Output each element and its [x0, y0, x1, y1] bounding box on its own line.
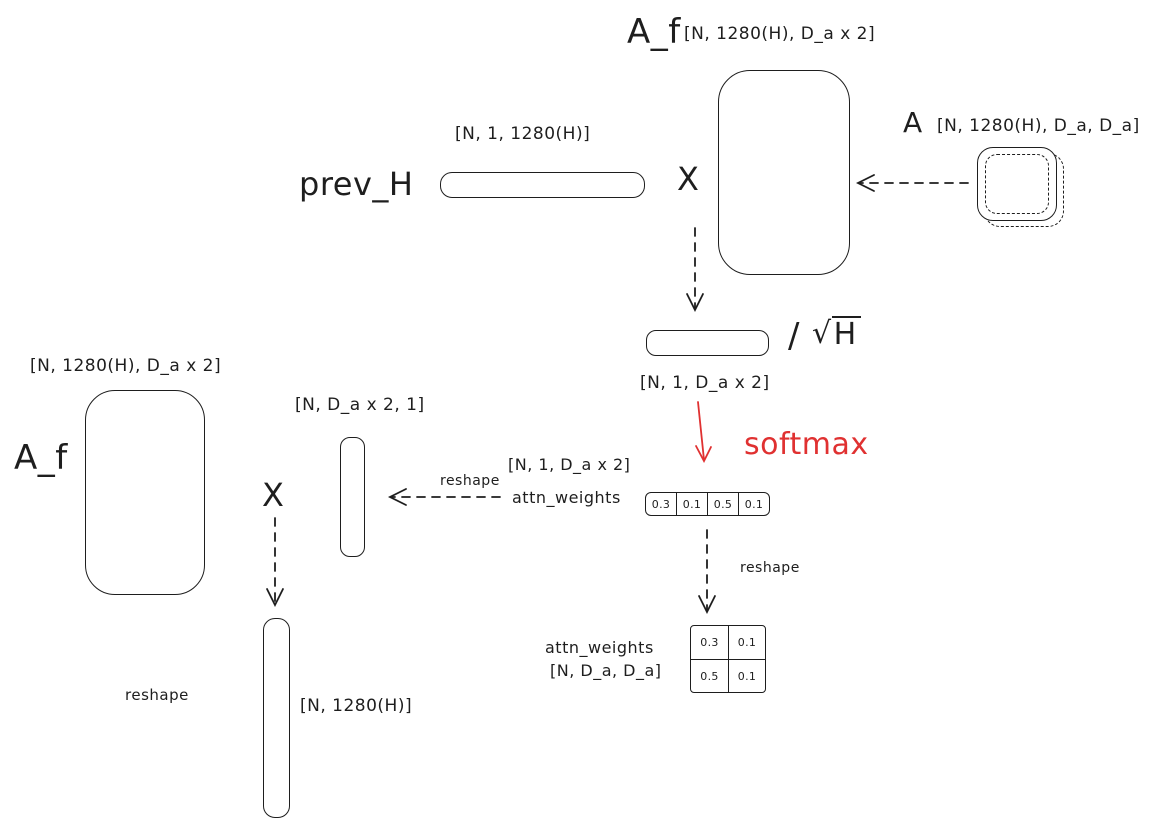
attn-cell: 0.5	[707, 493, 738, 515]
arrow-reshape-down-left	[266, 517, 284, 608]
arrow-reshape-down-right	[698, 529, 716, 615]
softmax-label: softmax	[744, 427, 869, 462]
reshape-bottom-left-label: reshape	[125, 686, 189, 704]
matmul-result-vector-shape	[646, 330, 769, 356]
prev-h-shape-annotation: [N, 1, 1280(H)]	[455, 124, 591, 144]
prev-h-label: prev_H	[299, 165, 414, 203]
matrix-cell: 0.1	[728, 626, 765, 659]
softmax-arrow	[695, 401, 712, 463]
matrix-cell: 0.3	[700, 636, 719, 649]
multiply-middle: X	[262, 476, 285, 514]
attn-cell: 0.1	[676, 493, 707, 515]
a-tensor-inner-layer	[985, 154, 1049, 214]
result-shape-annotation: [N, 1, D_a x 2]	[640, 373, 770, 393]
af-top-shape-annotation: [N, 1280(H), D_a x 2]	[684, 24, 876, 44]
multiply-top: X	[677, 160, 700, 198]
af-left-label: A_f	[14, 438, 68, 478]
prev-h-vector-shape	[440, 172, 645, 198]
matrix-cell: 0.1	[728, 659, 765, 692]
attn-weights-strip: 0.3 0.1 0.5 0.1	[645, 492, 770, 516]
attn-weights-label: attn_weights	[512, 488, 621, 507]
attn-cell: 0.3	[651, 497, 671, 511]
divide-sqrt-h: / √ H	[788, 316, 861, 356]
attn-weights-matrix-label: attn_weights	[545, 638, 654, 657]
af-left-shape-annotation: [N, 1280(H), D_a x 2]	[30, 356, 222, 376]
matrix-cell: 0.5	[691, 659, 728, 692]
sqrt-radicand: H	[831, 316, 861, 353]
attn-cell: 0.1	[738, 493, 769, 515]
attn-weights-shape-annotation: [N, 1, D_a x 2]	[508, 455, 631, 474]
reshape-left-label: reshape	[440, 473, 500, 489]
a-shape-annotation: [N, 1280(H), D_a, D_a]	[937, 116, 1140, 136]
output-vector-shape	[263, 618, 290, 818]
attn-weights-matrix-shape-annotation: [N, D_a, D_a]	[550, 661, 662, 680]
colvec-shape-annotation: [N, D_a x 2, 1]	[295, 395, 425, 415]
arrow-reshape-left	[387, 488, 501, 506]
a-label: A	[903, 106, 923, 139]
af-top-label: A_f	[627, 12, 681, 52]
divide-slash: /	[788, 316, 800, 356]
af-left-matrix-shape	[85, 390, 205, 595]
reshape-right-label: reshape	[740, 560, 800, 576]
arrow-a-to-af	[855, 174, 969, 192]
arrow-matmul-down	[686, 227, 704, 313]
output-shape-annotation: [N, 1280(H)]	[300, 696, 413, 716]
sqrt-symbol: √	[811, 316, 832, 351]
attn-weights-matrix: 0.3 0.1 0.5 0.1	[690, 625, 766, 693]
af-top-matrix-shape	[718, 70, 850, 275]
colvec-shape	[340, 437, 365, 557]
